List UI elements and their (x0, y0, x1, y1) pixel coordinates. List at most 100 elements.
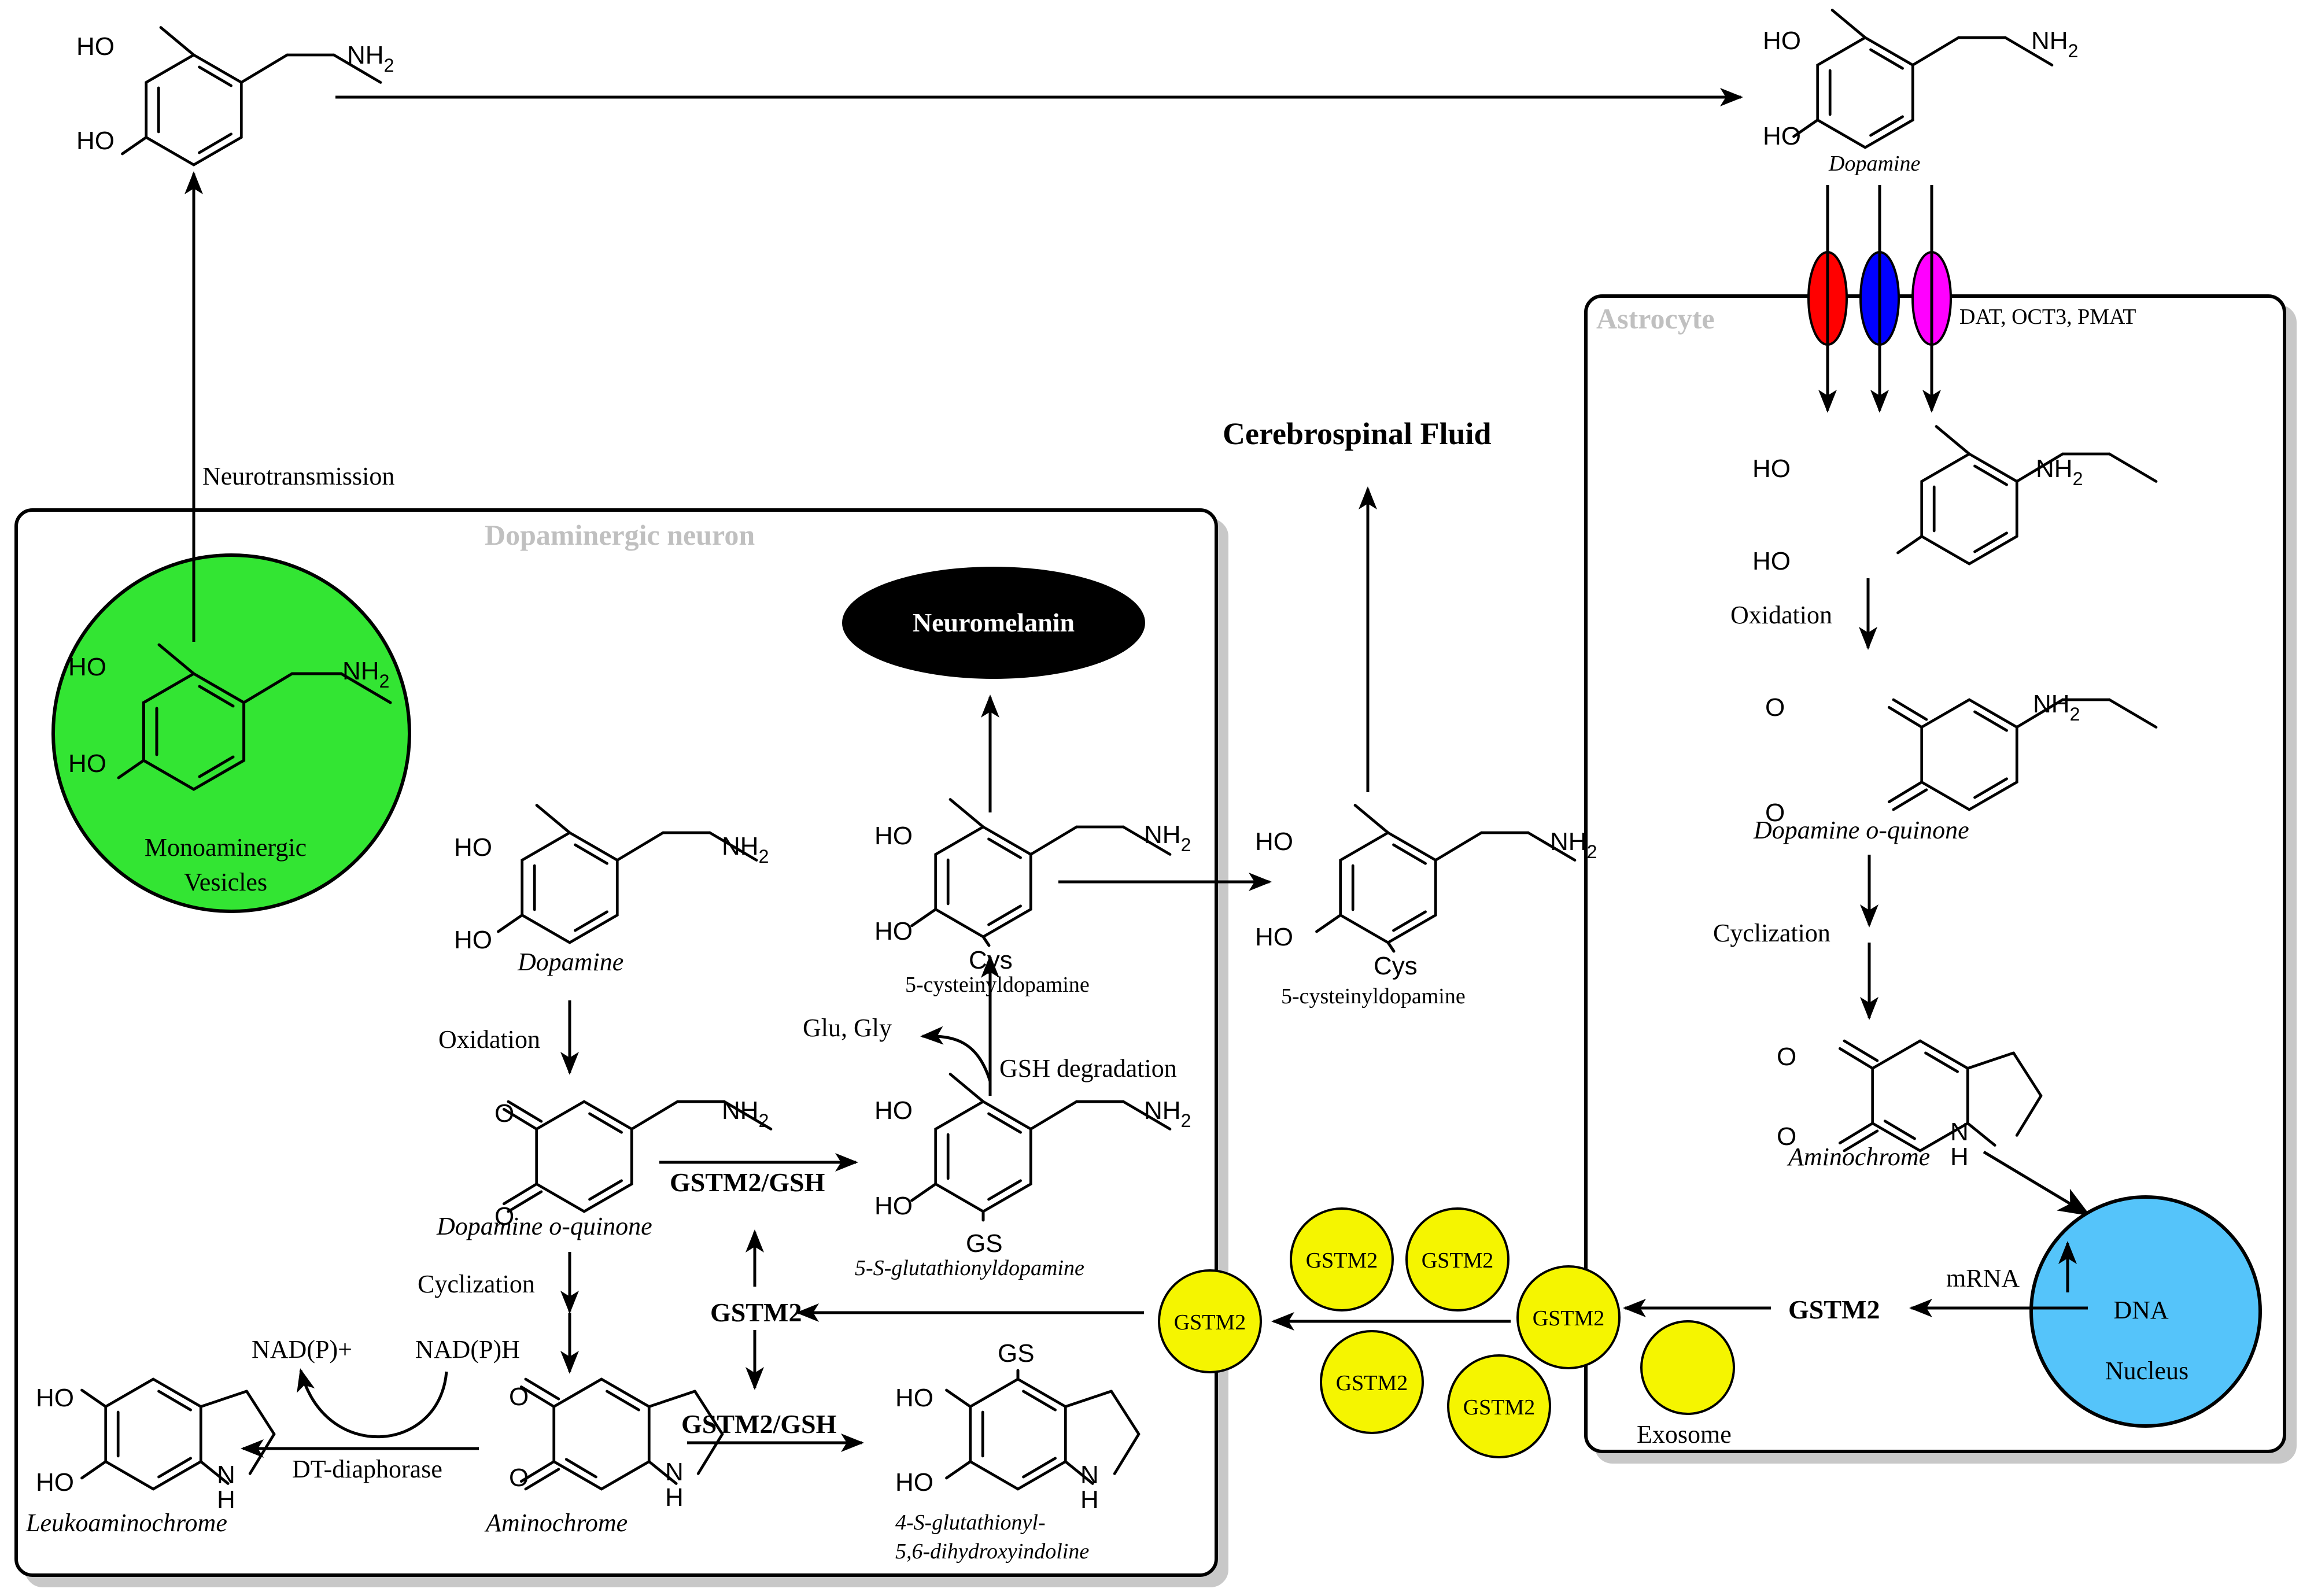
svg-text:HO: HO (68, 749, 106, 778)
svg-text:NH2: NH2 (722, 1096, 769, 1131)
svg-text:NH2: NH2 (2036, 455, 2083, 489)
dt-diaphorase-label: DT-diaphorase (292, 1455, 442, 1483)
oxidation-astro-label: Oxidation (1730, 601, 1832, 629)
svg-text:H: H (1950, 1143, 1969, 1171)
svg-text:Cys: Cys (1374, 952, 1418, 980)
svg-text:HO: HO (36, 1468, 74, 1497)
quinone-neuron-label: Dopamine o-quinone (436, 1212, 652, 1240)
svg-text:O: O (509, 1383, 529, 1411)
gstm2-particle: GSTM2 (1447, 1354, 1551, 1458)
gstm2-particle: GSTM2 (1320, 1330, 1424, 1434)
svg-text:H: H (665, 1483, 684, 1512)
dopamine-top-label: Dopamine (1828, 152, 1920, 176)
svg-text:O: O (1765, 799, 1785, 827)
svg-text:HO: HO (1255, 923, 1293, 951)
neuromelanin (842, 567, 1145, 679)
svg-text:O: O (1777, 1043, 1796, 1071)
gstm2-particle: GSTM2 (1290, 1207, 1394, 1311)
leukoaminochrome-label: Leukoaminochrome (25, 1509, 227, 1537)
gstm2-particle: GSTM2 (1405, 1207, 1510, 1311)
svg-text:NH2: NH2 (722, 832, 769, 867)
svg-text:O: O (1765, 693, 1785, 722)
svg-text:HO: HO (454, 833, 492, 862)
glutathionyl-dhi-label-2: 5,6-dihydroxyindoline (895, 1539, 1089, 1564)
svg-text:HO: HO (1763, 122, 1801, 150)
svg-text:GSTM2: GSTM2 (1533, 1306, 1605, 1331)
cysteinyl-dopamine-out-label: 5-cysteinyldopamine (1281, 984, 1466, 1008)
nadph-label: NAD(P)H (415, 1335, 520, 1364)
nucleus (2029, 1195, 2262, 1428)
svg-text:O: O (509, 1464, 529, 1492)
svg-text:NH2: NH2 (342, 657, 389, 692)
neuromelanin-label: Neuromelanin (913, 608, 1075, 637)
gstm2-particle: GSTM2 (1516, 1265, 1621, 1369)
csf-label: Cerebrospinal Fluid (1223, 416, 1492, 451)
gstm2-gsh-lower-label: GSTM2/GSH (681, 1409, 837, 1439)
svg-text:O: O (494, 1099, 514, 1128)
nadp-plus-label: NAD(P)+ (252, 1335, 352, 1364)
svg-text:GSTM2: GSTM2 (1174, 1310, 1246, 1335)
svg-text:NH2: NH2 (2033, 690, 2080, 725)
svg-text:HO: HO (874, 1096, 913, 1125)
svg-text:NH2: NH2 (1550, 827, 1597, 862)
svg-text:HO: HO (1752, 455, 1791, 483)
svg-text:HO: HO (36, 1384, 74, 1412)
svg-text:HO: HO (874, 1192, 913, 1220)
svg-text:Vesicles: Vesicles (184, 868, 267, 896)
svg-text:GS: GS (966, 1229, 1003, 1258)
arrow-to-nucleus (1983, 1150, 2091, 1216)
exosome-label: Exosome (1637, 1420, 1732, 1449)
svg-text:GS: GS (998, 1339, 1035, 1368)
dna-label: DNA (2113, 1296, 2169, 1324)
svg-text:GSTM2: GSTM2 (1336, 1371, 1408, 1395)
monoaminergic-vesicle (51, 553, 411, 913)
svg-text:HO: HO (1763, 27, 1801, 55)
svg-text:HO: HO (1255, 827, 1293, 856)
glutathionyl-dhi-label-1: 4-S-glutathionyl- (895, 1510, 1046, 1535)
cysteinyl-dopamine-neuron-label: 5-cysteinyldopamine (905, 973, 1090, 997)
aminochrome-astro-label: Aminochrome (1787, 1143, 1930, 1171)
svg-text:HO: HO (1752, 547, 1791, 575)
nucleus-label: Nucleus (2105, 1357, 2188, 1385)
mrna-label: mRNA (1946, 1264, 2020, 1292)
oxidation-neuron-label: Oxidation (438, 1025, 540, 1054)
cyclization-neuron-label: Cyclization (418, 1270, 535, 1298)
svg-text:H: H (217, 1486, 235, 1514)
svg-text:N: N (217, 1461, 235, 1489)
cyclization-astro-label: Cyclization (1713, 919, 1830, 947)
molecule-cysteinyl-dopamine-out (1317, 806, 1575, 943)
gstm2-gsh-upper-label: GSTM2/GSH (670, 1168, 825, 1197)
quinone-astro-label: Dopamine o-quinone (1753, 816, 1969, 844)
svg-text:O: O (494, 1202, 514, 1231)
svg-text:HO: HO (874, 917, 913, 945)
transporters-label: DAT, OCT3, PMAT (1959, 305, 2136, 329)
neuron-label: Dopaminergic neuron (485, 519, 755, 551)
svg-text:GSTM2: GSTM2 (1422, 1248, 1494, 1273)
svg-text:NH2: NH2 (2031, 27, 2078, 61)
svg-text:HO: HO (68, 653, 106, 681)
gsh-degradation-label: GSH degradation (999, 1054, 1177, 1083)
svg-text:N: N (1080, 1461, 1099, 1489)
astrocyte-label: Astrocyte (1596, 302, 1715, 335)
svg-text:H: H (1080, 1486, 1099, 1514)
svg-text:O: O (1777, 1122, 1796, 1151)
gstm2-astro-label: GSTM2 (1788, 1295, 1880, 1324)
svg-text:GSTM2: GSTM2 (1306, 1248, 1378, 1273)
vesicles-label: Monoaminergic (145, 833, 307, 862)
svg-text:HO: HO (454, 926, 492, 954)
svg-text:N: N (1950, 1118, 1969, 1146)
svg-text:GSTM2: GSTM2 (1463, 1395, 1536, 1420)
neurotransmission-label: Neurotransmission (202, 462, 394, 490)
glutathionyl-dopamine-label: 5-S-glutathionyldopamine (855, 1256, 1084, 1280)
gstm2-center-label: GSTM2 (710, 1298, 802, 1327)
svg-text:NH2: NH2 (1144, 1096, 1191, 1131)
aminochrome-neuron-label: Aminochrome (484, 1509, 628, 1537)
svg-text:HO: HO (76, 127, 115, 155)
svg-text:HO: HO (76, 32, 115, 61)
svg-text:Cys: Cys (969, 946, 1013, 974)
gstm2-particle: GSTM2 (1158, 1269, 1262, 1373)
svg-text:HO: HO (874, 822, 913, 850)
glu-gly-label: Glu, Gly (803, 1014, 892, 1042)
dopamine-neuron-label: Dopamine (517, 948, 623, 976)
